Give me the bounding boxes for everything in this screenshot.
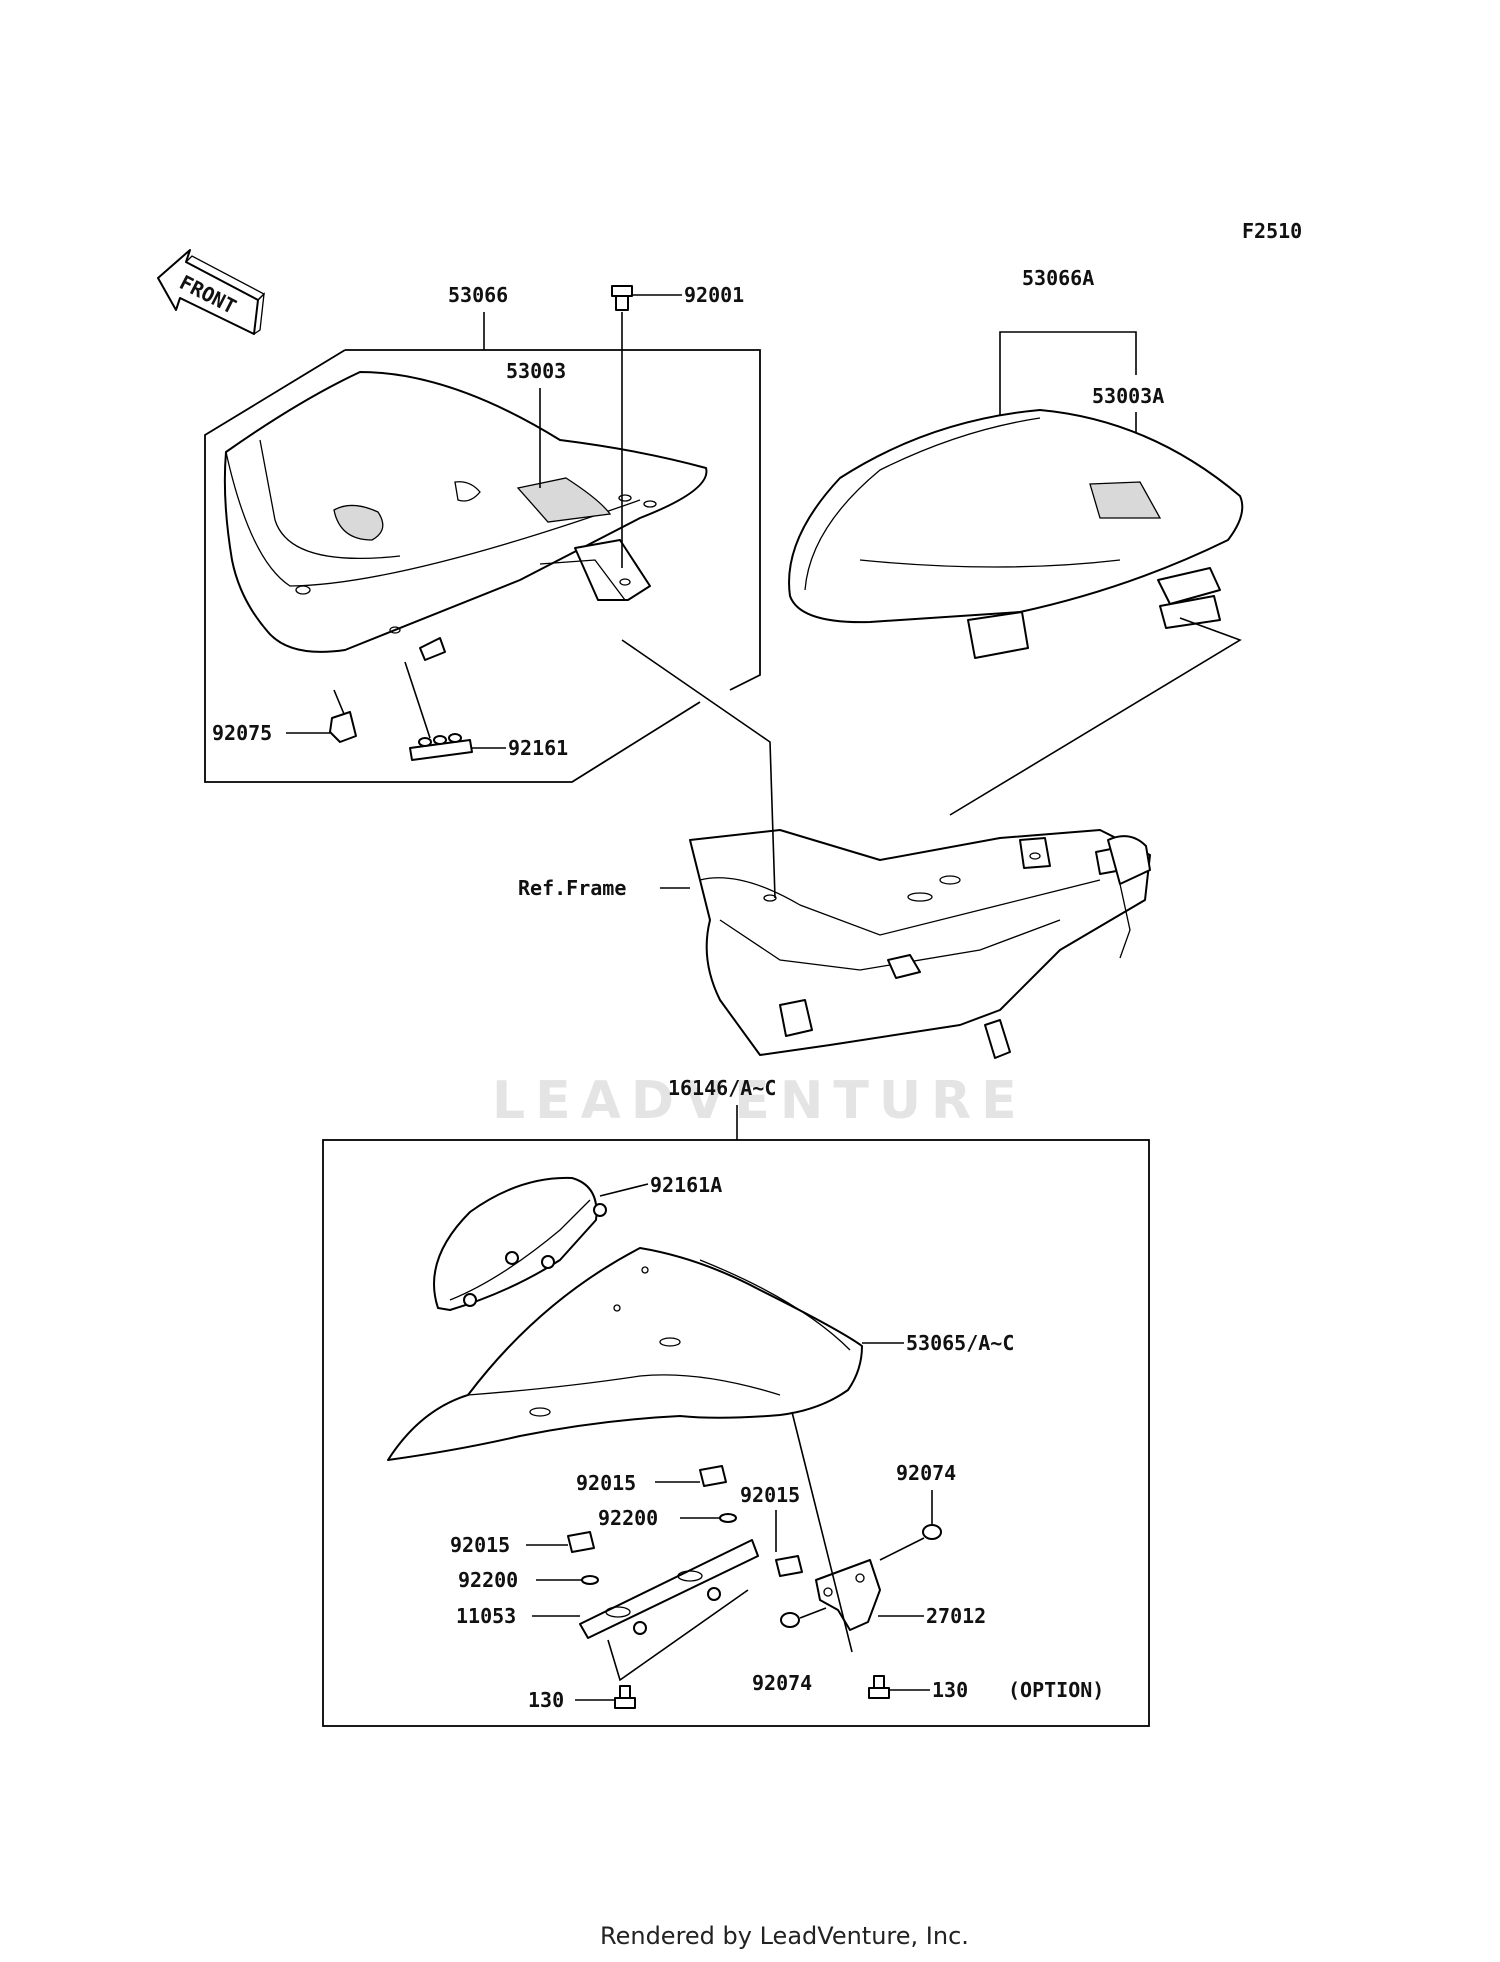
rear-frame <box>689 829 1151 1059</box>
nut-92015-mid <box>775 1555 803 1577</box>
callout-92200-left[interactable]: 92200 <box>458 1568 518 1592</box>
washer-92200-left <box>581 1575 599 1585</box>
damper-92161 <box>409 733 473 761</box>
rider-seat-group: 53066 53003 920 <box>204 283 761 783</box>
option-group-box <box>322 1139 1150 1727</box>
callout-53003[interactable]: 53003 <box>506 359 566 383</box>
callout-92015-left[interactable]: 92015 <box>450 1533 510 1557</box>
callout-130-left[interactable]: 130 <box>528 1688 564 1712</box>
grommet-92074-top <box>922 1524 942 1540</box>
washer-92200-top <box>719 1513 737 1523</box>
callout-92074-top[interactable]: 92074 <box>896 1461 956 1485</box>
figure-code: F2510 <box>1242 219 1302 243</box>
callout-11053[interactable]: 11053 <box>456 1604 516 1628</box>
callout-53066[interactable]: 53066 <box>448 283 508 307</box>
callout-53065[interactable]: 53065/A~C <box>906 1331 1014 1355</box>
watermark-logo: LEADVENTURE <box>492 1071 1027 1131</box>
callout-130-right[interactable]: 130 <box>932 1678 968 1702</box>
callout-27012[interactable]: 27012 <box>926 1604 986 1628</box>
rider-seat-group-box <box>345 349 761 691</box>
callout-92161A[interactable]: 92161A <box>650 1173 722 1197</box>
callout-92161[interactable]: 92161 <box>508 736 568 760</box>
front-arrow-icon: FRONT <box>157 249 266 335</box>
callout-16146[interactable]: 16146/A~C <box>668 1076 776 1100</box>
option-note: (OPTION) <box>1008 1678 1104 1702</box>
damper-92075 <box>329 711 357 743</box>
footer-credit: Rendered by LeadVenture, Inc. <box>600 1922 969 1950</box>
callout-92074-bottom[interactable]: 92074 <box>752 1671 812 1695</box>
bracket-27012 <box>815 1559 881 1631</box>
callout-92075[interactable]: 92075 <box>212 721 272 745</box>
passenger-seat-group: 53066A 53003A <box>788 266 1244 816</box>
callout-92015-top[interactable]: 92015 <box>576 1471 636 1495</box>
bolt-130-right <box>868 1675 890 1699</box>
seat-cover-small <box>433 1176 607 1311</box>
bracket-11053 <box>579 1539 759 1639</box>
single-seat-cover-group: 16146/A~C 92161A 53065/A~C <box>322 1076 1150 1727</box>
nut-92015-left <box>567 1531 595 1553</box>
passenger-seat <box>788 409 1244 659</box>
rider-seat <box>223 371 708 661</box>
seat-cover-large <box>387 1247 863 1461</box>
bolt-130-left <box>614 1685 636 1709</box>
callout-ref-frame[interactable]: Ref.Frame <box>518 876 626 900</box>
callout-53066A[interactable]: 53066A <box>1022 266 1094 290</box>
callout-53003A[interactable]: 53003A <box>1092 384 1164 408</box>
nut-92015-top <box>699 1465 727 1487</box>
grommet-92074-bottom <box>780 1612 800 1628</box>
callout-92015-mid[interactable]: 92015 <box>740 1483 800 1507</box>
callout-92200-top[interactable]: 92200 <box>598 1506 658 1530</box>
bolt-92001 <box>611 285 633 311</box>
callout-92001[interactable]: 92001 <box>684 283 744 307</box>
